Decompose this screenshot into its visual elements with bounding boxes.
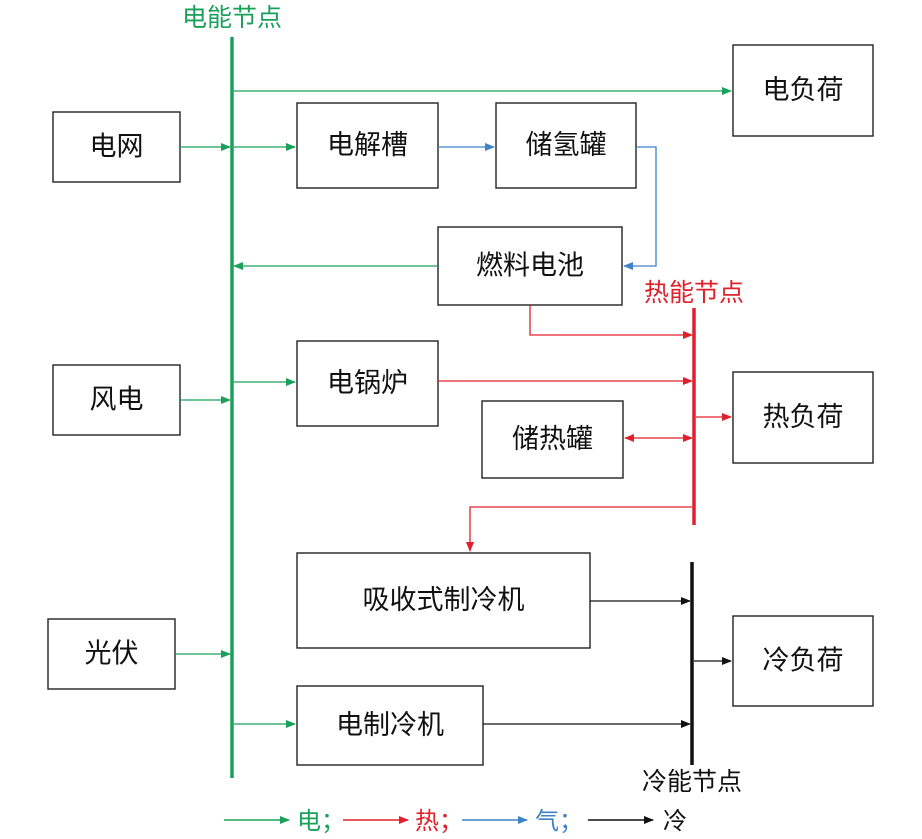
heat-storage-tank-label: 储热罐 [512,424,593,455]
grid-label: 电网 [90,132,144,163]
electric-node-label: 电能节点 [182,3,282,32]
heat-load-label: 热负荷 [763,402,844,433]
legend-cold-label: 冷 [663,807,687,835]
electric-chiller-box: 电制冷机 [296,685,484,766]
heat-load-box: 热负荷 [732,371,874,464]
electrolyzer-label: 电解槽 [327,130,408,161]
legend: 电； 热； 气； 冷 [224,807,687,835]
wind-box: 风电 [52,364,181,436]
pv-box: 光伏 [47,618,176,690]
grid-box: 电网 [52,111,181,183]
fuel-cell-to-heat-bus-arrow [529,305,693,339]
electrolyzer-box: 电解槽 [296,102,439,189]
legend-heat-label: 热； [415,807,463,835]
heat-storage-tank-box: 储热罐 [481,400,624,479]
cold-load-label: 冷负荷 [763,646,844,677]
electric-load-box: 电负荷 [732,44,874,137]
heat-bus-to-absorption-chiller-arrow [466,506,692,552]
absorption-chiller-box: 吸收式制冷机 [296,552,591,649]
electric-load-label: 电负荷 [763,75,844,106]
electric-chiller-label: 电制冷机 [336,710,444,741]
wind-label: 风电 [90,385,144,416]
absorption-chiller-label: 吸收式制冷机 [363,585,525,616]
hydrogen-tank-label: 储氢罐 [526,130,607,161]
fuel-cell-label: 燃料电池 [476,251,584,282]
hydrogen-tank-to-fuel-cell-arrow [623,146,657,270]
heat-node-label: 热能节点 [644,278,744,307]
hydrogen-tank-box: 储氢罐 [495,102,637,189]
legend-gas-label: 气； [535,807,583,835]
pv-label: 光伏 [85,639,139,670]
electric-boiler-label: 电锅炉 [327,368,408,399]
electric-boiler-box: 电锅炉 [296,340,439,427]
cold-node-label: 冷能节点 [642,767,742,796]
cold-load-box: 冷负荷 [732,615,874,707]
legend-electric-label: 电； [297,807,345,835]
fuel-cell-box: 燃料电池 [437,226,623,306]
